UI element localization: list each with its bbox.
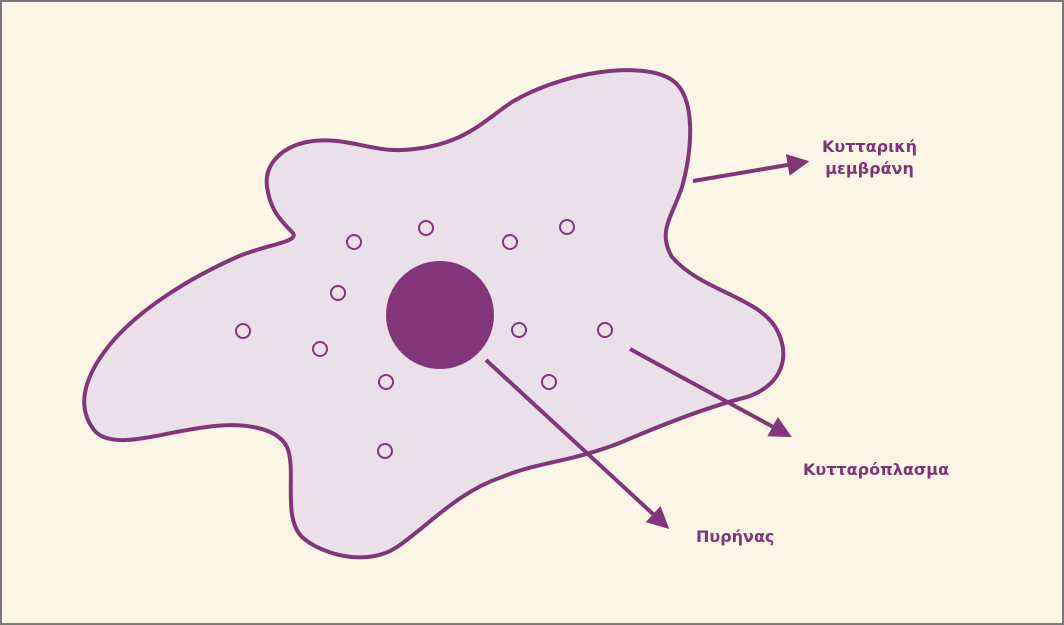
cytoplasm-label: Κυτταρόπλασμα [803,459,949,481]
nucleus-label-text: Πυρήνας [696,526,774,548]
membrane-label: Κυτταρική μεμβράνη [822,136,917,180]
membrane-label-line2: μεμβράνη [822,158,917,180]
membrane-arrow-icon [693,162,805,181]
membrane-label-line1: Κυτταρική [822,136,917,158]
cytoplasm-label-text: Κυτταρόπλασμα [803,459,949,481]
nucleus [386,261,494,369]
nucleus-label: Πυρήνας [696,526,774,548]
